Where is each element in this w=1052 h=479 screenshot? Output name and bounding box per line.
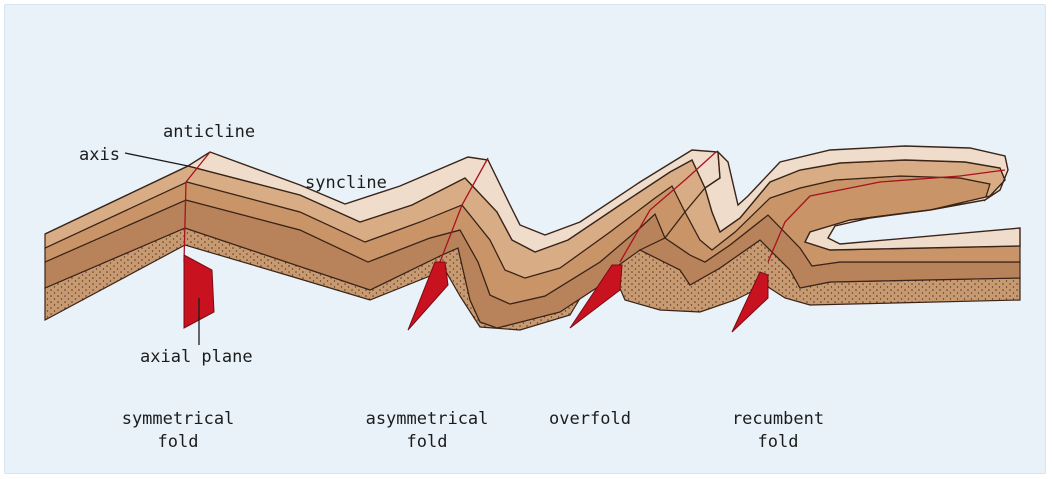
caption-recumbent-line1: recumbent (732, 409, 824, 429)
fold-captions: symmetrical fold asymmetrical fold overf… (122, 409, 824, 452)
caption-symmetrical-line2: fold (158, 432, 199, 452)
caption-symmetrical-line1: symmetrical (122, 409, 235, 429)
caption-overfold-line1: overfold (549, 409, 631, 429)
axis-label: axis (79, 145, 120, 165)
axial-plane-label: axial plane (140, 347, 253, 367)
caption-asymmetrical-line1: asymmetrical (366, 409, 489, 429)
caption-asymmetrical-line2: fold (407, 432, 448, 452)
caption-recumbent-line2: fold (758, 432, 799, 452)
anticline-label: anticline (163, 122, 255, 142)
syncline-label: syncline (305, 173, 387, 193)
axis-pointer (125, 153, 188, 166)
